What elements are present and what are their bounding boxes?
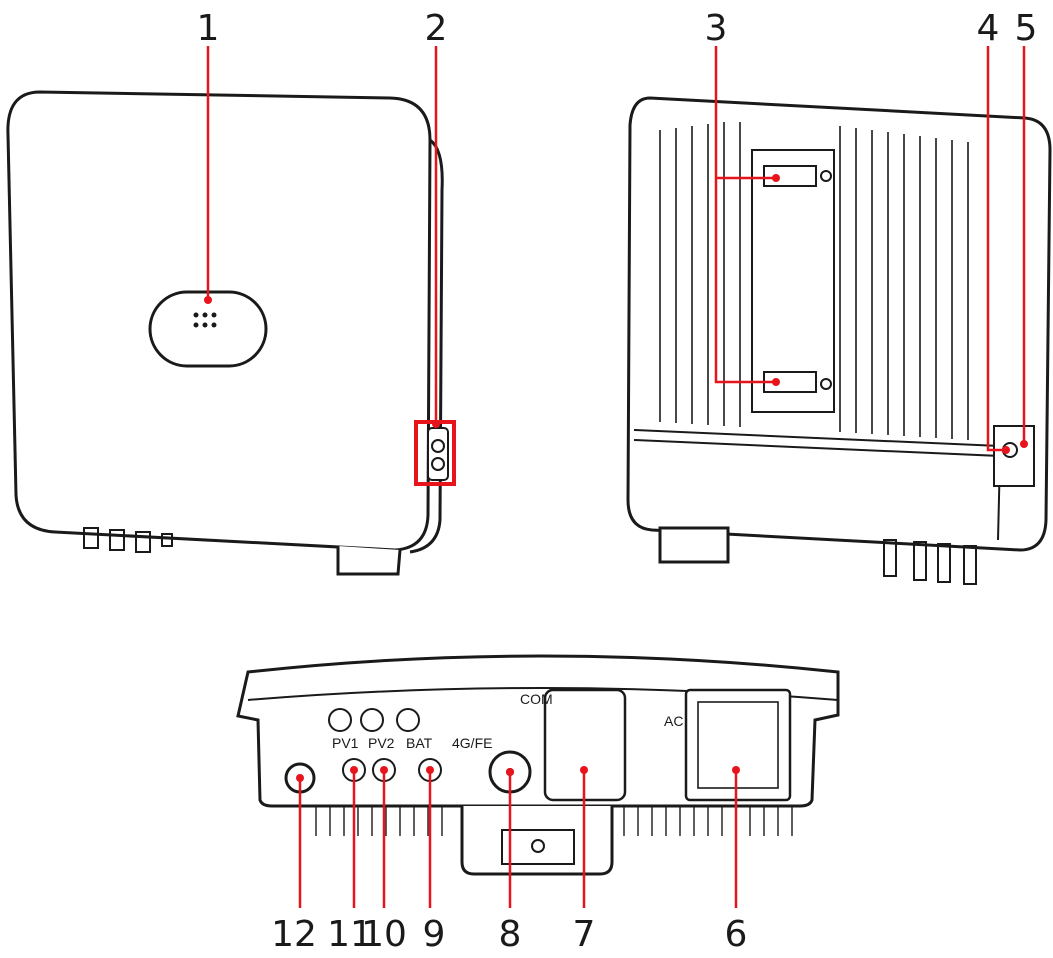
callout-line-3 — [714, 46, 776, 384]
callout-6: 6 — [725, 914, 748, 955]
label-bat: BAT — [406, 735, 433, 751]
rear-fin-base — [633, 429, 1001, 447]
callout-dots — [204, 174, 1028, 782]
callout-4: 4 — [977, 8, 1000, 49]
callout-3: 3 — [705, 8, 728, 49]
rear-left-foot — [658, 526, 730, 564]
label-pv2: PV2 — [368, 735, 395, 751]
front-bottom-connectors — [83, 527, 173, 553]
front-view — [6, 90, 449, 576]
callout-8: 8 — [499, 914, 522, 955]
callout-9: 9 — [423, 914, 446, 955]
side-grounding-point — [993, 425, 1035, 487]
callout-12: 12 — [271, 914, 317, 955]
label-pv1: PV1 — [332, 735, 359, 751]
rear-bottom-connectors — [883, 539, 977, 585]
callout-2: 2 — [425, 8, 448, 49]
label-4g-fe: 4G/FE — [452, 735, 492, 751]
callout-line-4 — [986, 46, 1006, 452]
mounting-plate — [751, 149, 835, 413]
led-dots — [193, 312, 217, 328]
callout-numbers: 1 2 3 4 5 6 7 8 9 10 11 12 — [197, 8, 1038, 955]
callout-1: 1 — [197, 8, 220, 49]
dc-switch — [427, 427, 449, 481]
pv1-connector-top — [328, 708, 352, 732]
front-bottom-foot — [336, 546, 402, 576]
label-com: COM — [520, 691, 553, 707]
rear-body — [626, 96, 1052, 552]
bottom-view — [236, 654, 840, 876]
mounting-bracket-top — [763, 165, 817, 187]
callout-5: 5 — [1015, 8, 1038, 49]
label-ac: AC — [664, 713, 683, 729]
callout-10: 10 — [361, 914, 407, 955]
callout-7: 7 — [573, 914, 596, 955]
heatsink-fins — [659, 122, 969, 440]
callout-11: 11 — [327, 914, 373, 955]
ac-terminal-cover — [684, 688, 792, 802]
pv2-connector-top — [360, 708, 384, 732]
rear-view — [626, 96, 1052, 585]
bat-connector-top — [396, 708, 420, 732]
callout-lines — [206, 46, 1026, 908]
port-labels: PV1 PV2 BAT 4G/FE COM AC — [332, 691, 683, 751]
